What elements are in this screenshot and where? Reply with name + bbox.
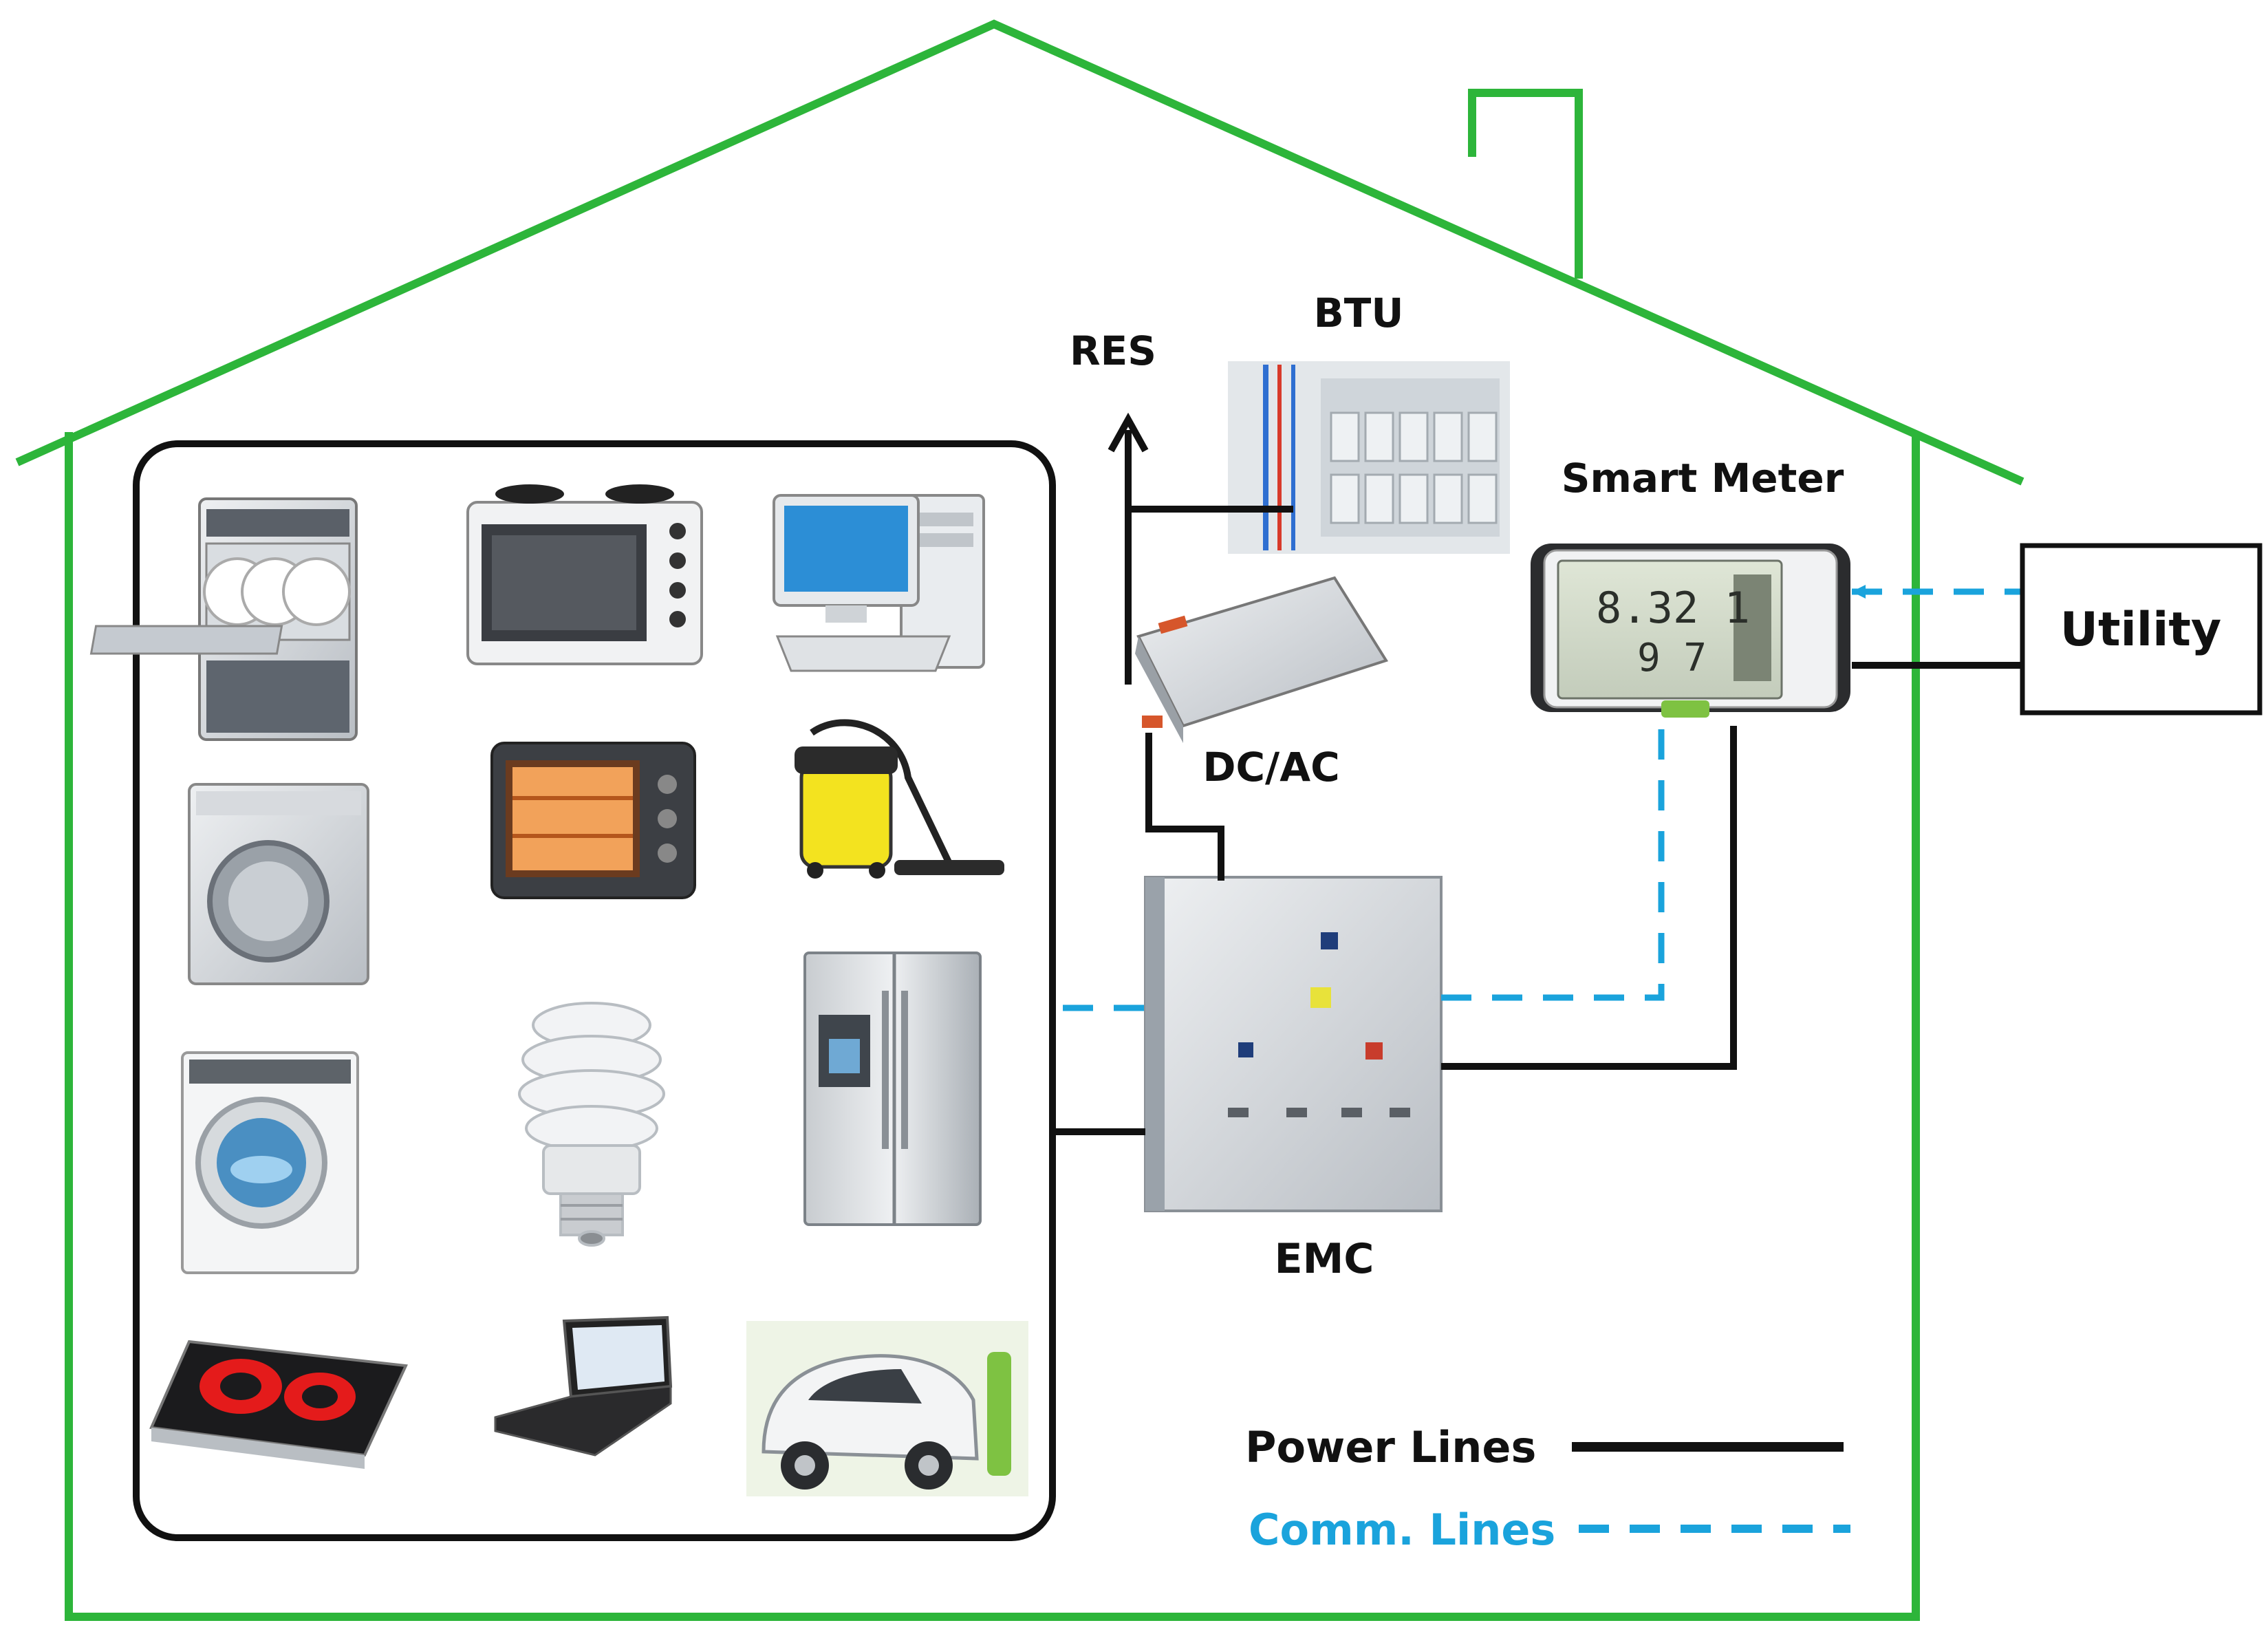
smart-meter-device: [1531, 544, 1850, 718]
btu-label: BTU: [1314, 290, 1404, 336]
emc-panel: [1144, 876, 1443, 1212]
meter-top-readout: 8.32 1: [1596, 583, 1750, 633]
vacuum-cleaner-icon: [795, 719, 1004, 879]
dcac-inverter: [1135, 576, 1389, 743]
legend-comm-label: Comm. Lines: [1249, 1505, 1555, 1555]
utility-label: Utility: [2060, 603, 2221, 657]
utility-box: [2020, 543, 2262, 716]
meter-bottom-readout: 9 7: [1637, 636, 1707, 680]
electric-vehicle-icon: [746, 1321, 1028, 1496]
btu-battery-bank: [1228, 361, 1510, 554]
mini-oven-icon: [466, 484, 703, 665]
comm-lines: [1063, 588, 2022, 1011]
desktop-computer-icon: [773, 494, 985, 672]
induction-cooktop-icon: [149, 1340, 408, 1469]
toaster-oven-icon: [490, 742, 696, 899]
appliance-frame: [133, 440, 1056, 1541]
comm-arrow-icon: [1852, 585, 1866, 599]
power-lines: [1052, 430, 2022, 1135]
laptop-icon: [494, 1315, 673, 1456]
refrigerator-icon: [803, 952, 982, 1226]
house-outline: [15, 19, 2024, 1621]
emc-label: EMC: [1275, 1235, 1374, 1283]
chimney: [1468, 89, 1583, 279]
washing-machine-icon: [188, 783, 369, 985]
dcac-label: DC/AC: [1202, 744, 1339, 791]
res-label: RES: [1070, 327, 1156, 374]
legend: Power Lines Comm. Lines: [1245, 1422, 1850, 1555]
legend-power-label: Power Lines: [1245, 1422, 1536, 1472]
res-arrow-icon: [1108, 412, 1149, 453]
smart-meter-label: Smart Meter: [1562, 455, 1844, 502]
front-load-washer-icon: [181, 1051, 359, 1274]
dishwasher-icon: [89, 497, 358, 741]
cfl-bulb-icon: [518, 1002, 665, 1247]
